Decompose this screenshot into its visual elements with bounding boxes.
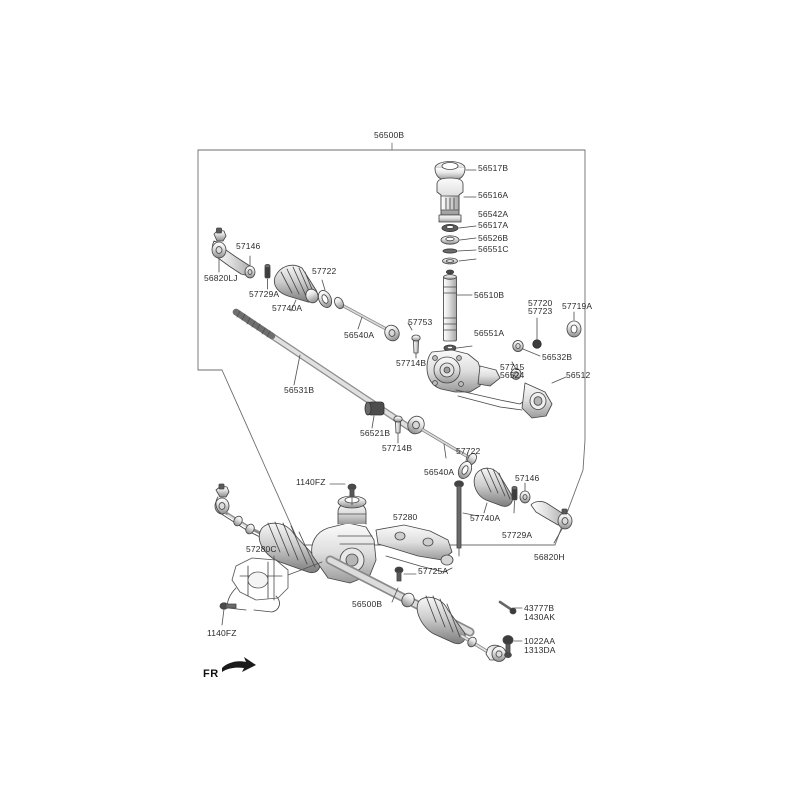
part-56510B (443, 274, 473, 342)
part-56517B (434, 161, 477, 182)
part-1140FZ-bot (219, 602, 237, 626)
label-57753: 57753 (408, 317, 433, 327)
part-57714B-bot (393, 415, 403, 444)
part-57725A (394, 566, 417, 582)
label-56526B: 56526B (478, 233, 509, 243)
part-56512 (521, 376, 567, 419)
part-bushing-small (445, 269, 455, 275)
label-56521B: 56521B (360, 428, 391, 438)
label-56517B: 56517B (478, 163, 509, 173)
part-57280-bolt (454, 480, 479, 557)
part-57722-top (317, 279, 333, 308)
label-56524: 56524 (500, 370, 525, 380)
part-1022AA-1313DA (502, 635, 523, 659)
label-57714B-top: 57714B (396, 358, 427, 368)
label-57715: 57715 (500, 362, 525, 372)
group-boundary (197, 149, 586, 546)
part-56540A-bot (407, 415, 477, 466)
fr-arrow (222, 657, 256, 672)
label-57720: 57720 (528, 298, 553, 308)
label-assembly-top: 56500B (374, 130, 405, 140)
part-57146-top (244, 255, 256, 279)
label-57740A-bot: 57740A (470, 513, 501, 523)
label-1140FZ-bot: 1140FZ (207, 628, 237, 638)
assembly-left-tie-rod (214, 483, 266, 539)
part-56820LJ (211, 227, 255, 277)
assembly-right-tie-rod (460, 634, 507, 662)
label-43777B: 43777B (524, 603, 555, 613)
label-57729A-top: 57729A (249, 289, 280, 299)
part-57714B-top (411, 334, 421, 359)
fr-orientation-label: FR (203, 668, 219, 680)
label-1022AA: 1022AA (524, 636, 556, 646)
part-57719A (566, 311, 582, 338)
label-56500B-bot: 56500B (352, 599, 383, 609)
label-56820H: 56820H (534, 552, 565, 562)
label-57146-bot: 57146 (515, 473, 540, 483)
assembly-gear-housing (311, 495, 454, 584)
label-56820LJ: 56820LJ (204, 273, 238, 283)
part-56532B (512, 339, 541, 357)
label-56540A-bot: 56540A (424, 467, 455, 477)
part-56517A (440, 235, 477, 245)
part-56551A (443, 344, 473, 352)
part-56820H (530, 501, 573, 544)
label-1313DA: 1313DA (524, 645, 556, 655)
part-56551C (442, 257, 477, 265)
label-56542A: 56542A (478, 209, 509, 219)
part-57740A-top (273, 264, 319, 312)
label-57725A: 57725A (418, 566, 449, 576)
label-57280: 57280 (393, 512, 418, 522)
part-57729A-bot (511, 485, 518, 514)
part-56540A-top (334, 296, 400, 342)
part-56521B (364, 401, 385, 429)
label-57280C: 57280C (246, 544, 277, 554)
label-56551C: 56551C (478, 244, 509, 254)
part-57740A-bot (473, 467, 513, 514)
part-56516A (436, 177, 477, 223)
part-1140FZ-top (329, 483, 357, 506)
assembly-left-boot (258, 521, 321, 574)
label-56512: 56512 (566, 370, 591, 380)
part-gear-housing-top (426, 349, 529, 411)
label-57722-top: 57722 (312, 266, 337, 276)
part-43777B-1430AK (498, 600, 523, 615)
label-57729A-bot: 57729A (502, 530, 533, 540)
part-57729A-top (264, 263, 271, 290)
assembly-right-boot (416, 595, 466, 645)
label-1140FZ-top: 1140FZ (296, 477, 326, 487)
part-57722-bot (457, 451, 473, 479)
label-57714B-bot: 57714B (382, 443, 413, 453)
part-57720-57723 (532, 317, 542, 349)
label-57723: 57723 (528, 306, 553, 316)
label-57740A-top: 57740A (272, 303, 303, 313)
label-1430AK: 1430AK (524, 612, 556, 622)
part-56542A (441, 223, 477, 233)
part-56526B (442, 248, 477, 254)
label-56540A-top: 56540A (344, 330, 375, 340)
label-57722-bot: 57722 (456, 446, 481, 456)
label-56510B: 56510B (474, 290, 505, 300)
label-56517A: 56517A (478, 220, 509, 230)
part-57146-bot (519, 482, 531, 504)
label-56551A: 56551A (474, 328, 505, 338)
label-57146-top: 57146 (236, 241, 261, 251)
label-56531B: 56531B (284, 385, 315, 395)
label-56516A: 56516A (478, 190, 509, 200)
part-57715-56524 (510, 361, 522, 380)
label-57719A: 57719A (562, 301, 593, 311)
label-56532B: 56532B (542, 352, 573, 362)
